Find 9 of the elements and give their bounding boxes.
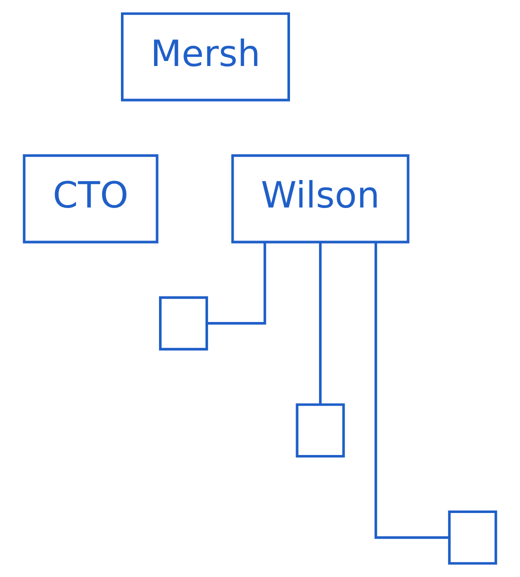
node-box — [448, 510, 498, 565]
connector — [207, 242, 266, 325]
connector — [374, 242, 450, 539]
node-box: Mersh — [120, 12, 290, 102]
connector — [319, 242, 322, 404]
node-box: CTO — [22, 154, 158, 244]
node-box — [296, 403, 345, 458]
node-box: Wilson — [231, 154, 410, 244]
node-box — [159, 296, 208, 350]
